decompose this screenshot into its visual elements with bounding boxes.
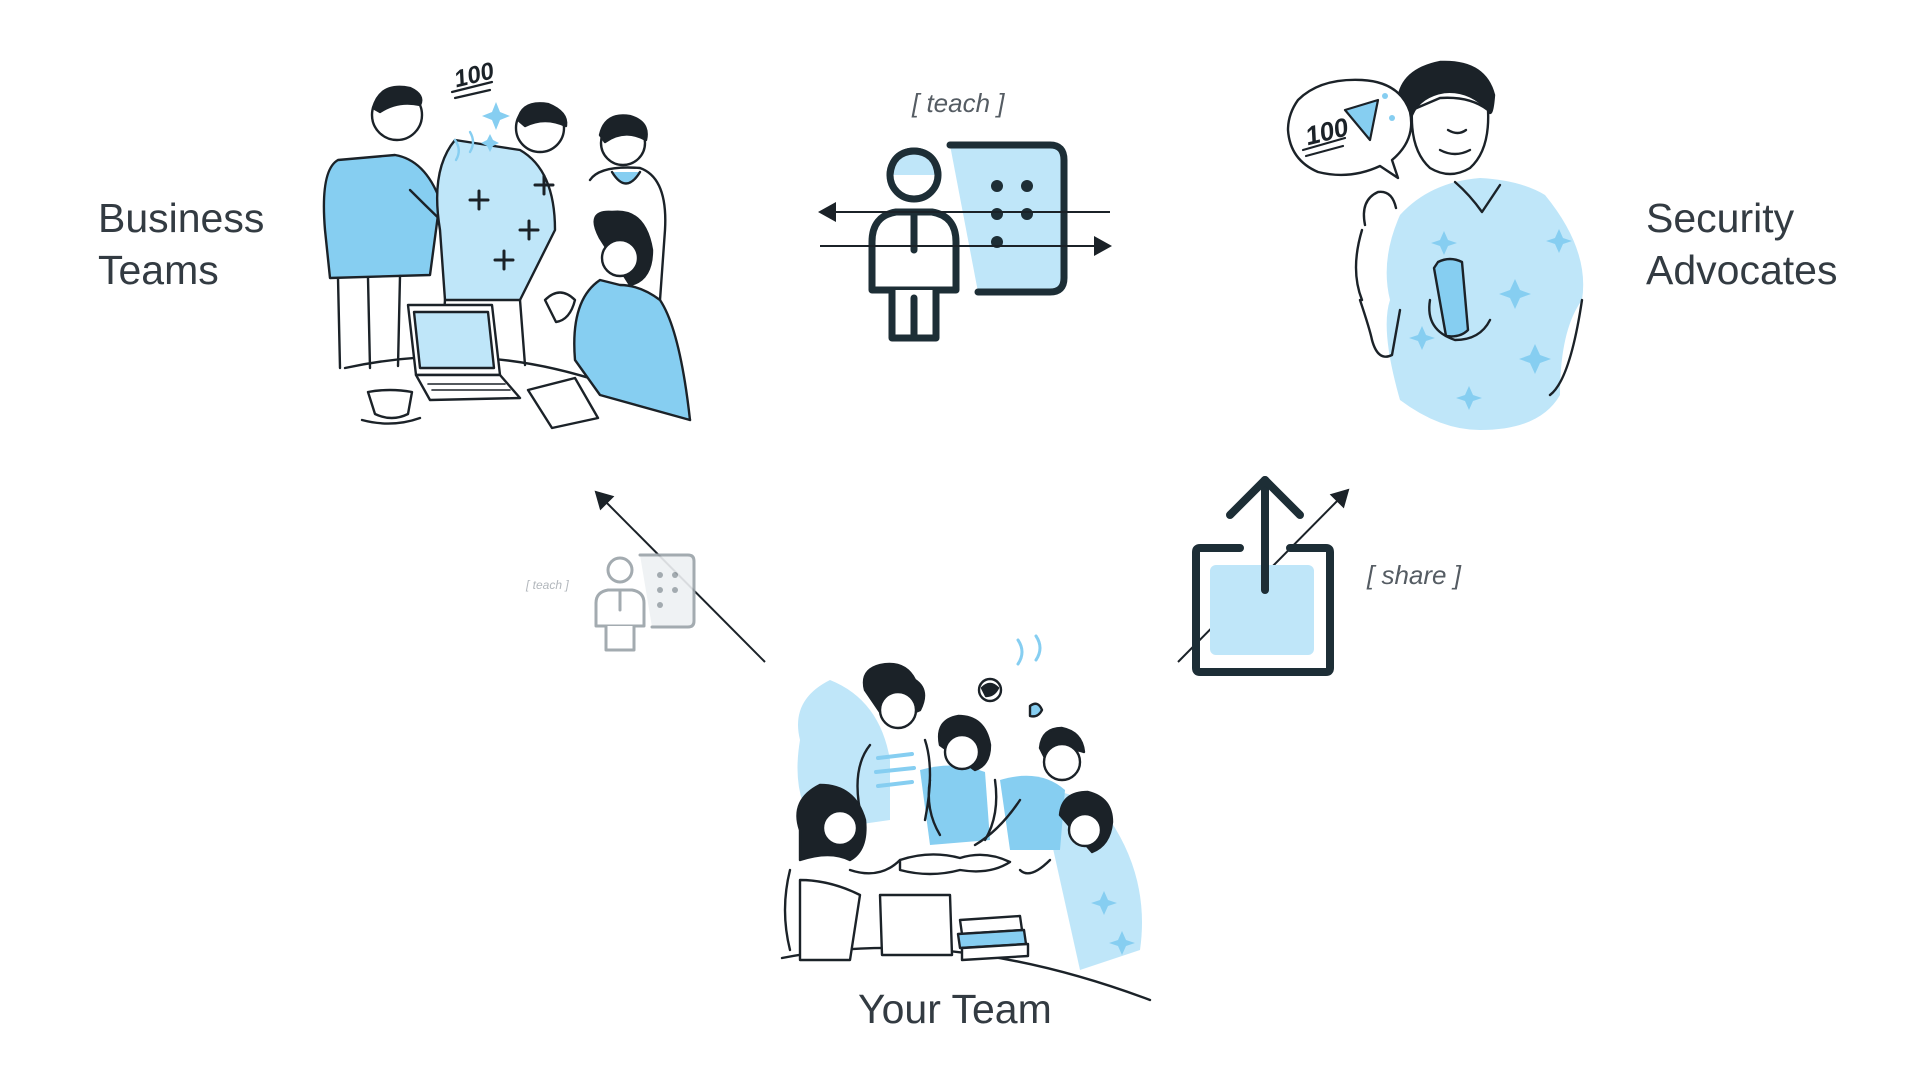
security-advocates-label: Security Advocates: [1646, 192, 1837, 296]
hundred-badge-business: 100: [451, 57, 497, 93]
teacher-board-icon-faded: [594, 553, 696, 652]
security-advocates-label-line2: Advocates: [1646, 247, 1838, 293]
your-team-illustration: [780, 634, 1152, 1002]
security-advocate-illustration: [1354, 60, 1584, 430]
business-teams-label-line2: Teams: [98, 247, 219, 293]
business-teams-illustration: [322, 85, 692, 430]
teach-edge-label-left: [ teach ]: [526, 578, 569, 592]
exchange-arrows-top: [818, 202, 1112, 256]
security-advocates-label-line1: Security: [1646, 195, 1795, 241]
share-upload-icon: [1192, 476, 1334, 676]
teacher-board-icon: [868, 141, 1068, 342]
business-teams-label: Business Teams: [98, 192, 264, 296]
teach-edge-label-top: [ teach ]: [912, 88, 1005, 118]
your-team-label: Your Team: [858, 986, 1052, 1032]
business-teams-label-line1: Business: [98, 195, 265, 241]
share-edge-label: [ share ]: [1367, 560, 1461, 590]
